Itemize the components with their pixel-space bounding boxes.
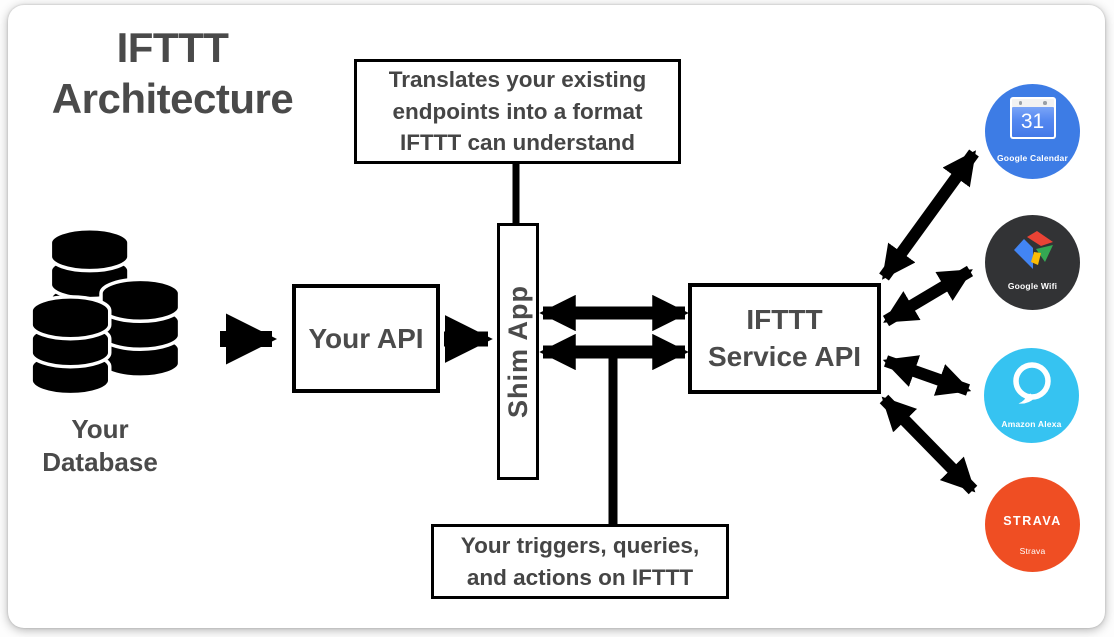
your-api-label: Your API <box>308 322 424 354</box>
service-label: Amazon Alexa <box>1001 419 1062 429</box>
arrow-ifttt-google-wifi <box>882 265 974 327</box>
service-google-calendar: 31 Google Calendar <box>985 84 1080 179</box>
google-wifi-icon <box>1013 231 1053 269</box>
google-calendar-icon: 31 <box>1009 97 1056 139</box>
ifttt-service-api-box: IFTTT Service API <box>688 283 881 394</box>
arrow-ifttt-strava <box>879 394 978 495</box>
calendar-day-number: 31 <box>1011 107 1054 137</box>
arrow-ifttt-google-calendar <box>879 149 979 281</box>
your-api-box: Your API <box>292 284 440 393</box>
service-label: Google Wifi <box>1007 281 1058 291</box>
database-label: Your Database <box>42 414 158 477</box>
callout-translate-endpoints: Translates your existing endpoints into … <box>354 59 681 164</box>
shim-app-box: Shim App <box>497 223 539 480</box>
calendar-binder-bar <box>1011 99 1054 107</box>
amazon-alexa-icon <box>1012 362 1051 404</box>
service-google-wifi: Google Wifi <box>985 215 1080 310</box>
service-label: Strava <box>1019 546 1046 556</box>
arrow-ifttt-amazon-alexa <box>882 355 972 396</box>
callout-triggers-queries: Your triggers, queries, and actions on I… <box>431 524 729 599</box>
service-label: Google Calendar <box>996 153 1068 163</box>
shim-app-label: Shim App <box>502 285 533 418</box>
calendar-ring-dot <box>1018 101 1022 105</box>
strava-wordmark: STRAVA <box>1003 514 1062 528</box>
database-icon <box>29 226 182 397</box>
ifttt-service-api-label: IFTTT Service API <box>707 304 862 372</box>
service-amazon-alexa: Amazon Alexa <box>984 348 1079 443</box>
service-strava: STRAVA Strava <box>985 477 1080 572</box>
page-title: IFTTT Architecture <box>51 24 294 123</box>
calendar-ring-dot <box>1043 101 1047 105</box>
callout-triggers-text: Your triggers, queries, and actions on I… <box>460 532 700 590</box>
callout-translate-text: Translates your existing endpoints into … <box>388 66 647 156</box>
